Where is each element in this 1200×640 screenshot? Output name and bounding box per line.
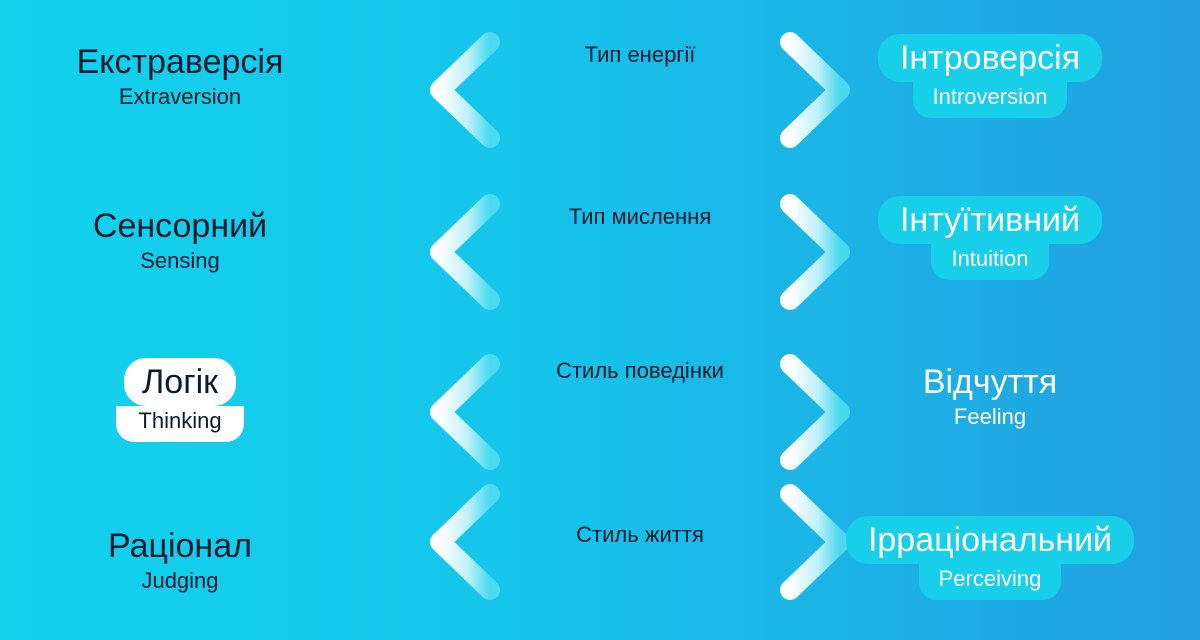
- right-pole-en: Introversion: [912, 82, 1068, 118]
- left-pole-ua: Раціонал: [108, 527, 252, 565]
- dichotomy-row-lifestyle: Раціонал Judging Стиль життя Ірраціональ…: [0, 484, 1200, 640]
- right-pole-ua: Відчуття: [922, 363, 1058, 401]
- left-pole-en: Thinking: [116, 406, 244, 442]
- double-headed-arrow-icon: [430, 354, 850, 470]
- left-pole-ua: Сенсорний: [92, 207, 268, 245]
- axis-label: Стиль поведінки: [556, 358, 724, 383]
- axis-label: Стиль життя: [576, 522, 704, 547]
- left-pole-ua: Екстраверсія: [76, 43, 284, 81]
- left-pole: Сенсорний Sensing: [30, 206, 330, 276]
- right-pole: Інтроверсія Introversion: [840, 34, 1140, 118]
- right-pole-en: Intuition: [931, 244, 1049, 280]
- dichotomy-row-energy: Екстраверсія Extraversion Тип енергії Ін…: [0, 20, 1200, 170]
- left-pole-en: Extraversion: [118, 84, 242, 109]
- left-pole-ua: Логік: [123, 358, 237, 406]
- right-pole-ua: Інтуїтивний: [877, 196, 1102, 244]
- double-headed-arrow-icon: [430, 194, 850, 310]
- left-pole-en: Sensing: [140, 248, 220, 273]
- right-pole: Ірраціональний Perceiving: [840, 516, 1140, 600]
- axis-label: Тип енергії: [584, 42, 696, 67]
- right-pole-ua: Інтроверсія: [877, 34, 1103, 82]
- left-pole: Логік Thinking: [30, 358, 330, 442]
- dichotomy-row-thinking-type: Сенсорний Sensing Тип мислення Інтуїтивн…: [0, 182, 1200, 332]
- right-pole: Інтуїтивний Intuition: [840, 196, 1140, 280]
- dichotomy-row-behavior-style: Логік Thinking Стиль поведінки Відчуття …: [0, 342, 1200, 492]
- double-headed-arrow-icon: [430, 484, 850, 600]
- right-pole: Відчуття Feeling: [840, 362, 1140, 432]
- left-pole: Екстраверсія Extraversion: [30, 42, 330, 112]
- axis-label: Тип мислення: [568, 204, 712, 229]
- double-headed-arrow-icon: [430, 32, 850, 148]
- left-pole-en: Judging: [141, 568, 219, 593]
- right-pole-ua: Ірраціональний: [845, 516, 1135, 564]
- right-pole-en: Feeling: [953, 404, 1027, 429]
- right-pole-en: Perceiving: [918, 564, 1062, 600]
- left-pole: Раціонал Judging: [30, 526, 330, 596]
